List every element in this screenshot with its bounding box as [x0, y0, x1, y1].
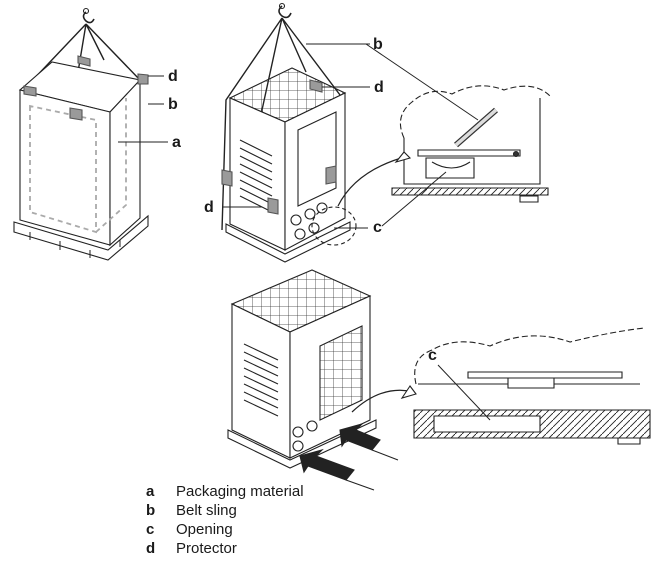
legend-item-c: c Opening [146, 520, 304, 539]
callout-b-top: b [373, 36, 383, 53]
legend-item-b: b Belt sling [146, 501, 304, 520]
legend-text: Protector [176, 540, 237, 557]
callout-c-middle: c [373, 219, 382, 236]
detail-bottom-right [351, 327, 651, 445]
legend-item-a: a Packaging material [146, 482, 304, 501]
callout-a-left: a [172, 134, 181, 151]
forklift-unit-illustration [227, 269, 399, 491]
legend-item-d: d Protector [146, 539, 304, 558]
legend: a Packaging material b Belt sling c Open… [146, 482, 304, 558]
legend-text: Opening [176, 521, 233, 538]
hoisted-unit-illustration [221, 2, 357, 263]
callout-d-left-top: d [168, 68, 178, 85]
legend-key: d [146, 540, 156, 557]
legend-text: Belt sling [176, 502, 237, 519]
legend-key: a [146, 483, 155, 500]
packaged-unit-illustration [13, 7, 149, 261]
leader-lines [118, 43, 491, 421]
callout-b-left: b [168, 96, 178, 113]
legend-key: c [146, 521, 155, 538]
legend-text: Packaging material [176, 483, 304, 500]
legend-key: b [146, 502, 156, 519]
callout-d-middle: d [204, 199, 214, 216]
callout-d-top: d [374, 79, 384, 96]
detail-top-right [337, 85, 551, 207]
callout-c-detail: c [428, 347, 437, 364]
